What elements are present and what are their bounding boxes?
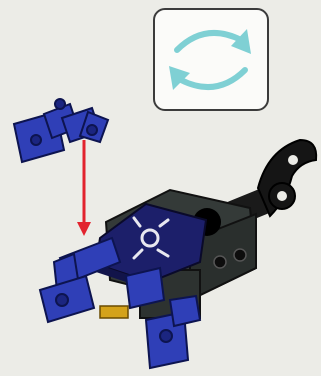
arrow-down-icon (77, 140, 91, 236)
gear-piece (100, 306, 128, 318)
floating-blue-brick (14, 99, 108, 162)
